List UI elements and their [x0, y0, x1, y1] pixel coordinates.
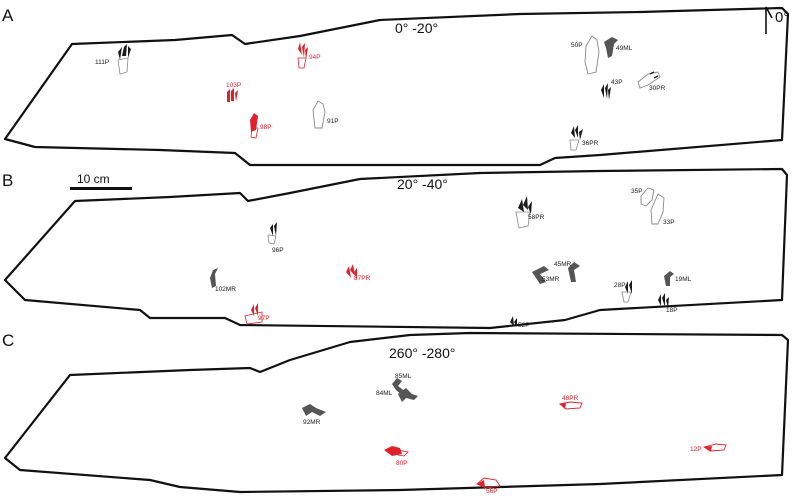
track-label: 33P: [663, 219, 675, 226]
panel-a-outline: [3, 6, 790, 167]
track-label: 48PR: [562, 395, 579, 402]
panel-c: C 260° -280° 85ML 84ML 92MR 48PR 80P: [2, 331, 790, 495]
track-50p: 50P: [571, 35, 600, 75]
track-87pr: 87PR: [346, 264, 371, 282]
track-label: 18P: [666, 307, 678, 314]
panel-b: B 20° -40° 96P 102MR 87PR 97P: [2, 167, 789, 330]
track-label: 53MR: [542, 276, 560, 283]
track-label: 45MR: [554, 261, 572, 268]
track-102mr: 102MR: [210, 268, 236, 293]
track-36pr: 36PR: [569, 125, 599, 151]
track-43p: 43P: [601, 79, 623, 100]
track-label: 49ML: [616, 45, 633, 52]
track-12p: 12P: [690, 443, 727, 453]
track-label: 35P: [631, 188, 643, 195]
track-label: 91P: [327, 118, 339, 125]
track-18p: 18P: [658, 293, 678, 314]
track-label: 50P: [571, 42, 583, 49]
track-58pr: 58PR: [515, 196, 545, 229]
track-80p: 80P: [384, 446, 409, 467]
panel-c-letter: C: [2, 331, 14, 350]
track-label: 19ML: [675, 276, 692, 283]
track-label: 103P: [226, 82, 241, 89]
north-arrow-icon: [765, 6, 773, 34]
track-label: 85ML: [395, 373, 412, 380]
track-label: 102MR: [215, 286, 236, 293]
track-label: 98P: [260, 124, 272, 131]
track-33p: 33P: [650, 193, 675, 226]
track-label: 87PR: [354, 275, 371, 282]
track-label: 12P: [690, 446, 702, 453]
track-label: 36PR: [582, 140, 599, 147]
track-96p: 96P: [267, 222, 284, 254]
track-98p: 98P: [250, 113, 272, 139]
track-label: 94P: [309, 54, 321, 61]
north-arrow: 0°: [765, 6, 789, 34]
track-92mr: 92MR: [302, 404, 326, 426]
track-94p: 94P: [297, 42, 321, 69]
track-97p: 97P: [244, 303, 270, 325]
track-label: 97P: [258, 315, 270, 322]
track-28p: 28P: [614, 280, 632, 303]
track-30pr: 30PR: [637, 71, 666, 92]
track-48pr: 48PR: [558, 395, 583, 410]
track-label: 52P: [518, 322, 530, 329]
track-56p: 56P: [476, 477, 501, 495]
track-label: 92MR: [303, 419, 321, 426]
track-19ml: 19ML: [664, 271, 692, 286]
panel-b-range: 20° -40°: [397, 176, 448, 192]
track-label: 96P: [272, 247, 284, 254]
track-91p: 91P: [312, 100, 339, 129]
track-label: 28P: [614, 282, 626, 289]
track-label: 80P: [396, 460, 408, 467]
track-49ml: 49ML: [604, 37, 633, 58]
track-label: 43P: [611, 79, 623, 86]
panel-b-outline: [3, 167, 789, 330]
panel-c-outline: [3, 331, 790, 494]
panel-b-letter: B: [2, 171, 13, 190]
panel-a-range: 0° -20°: [395, 20, 438, 36]
track-84ml: 84ML: [376, 388, 418, 402]
panel-c-range: 260° -280°: [389, 345, 455, 361]
track-label: 56P: [486, 488, 498, 495]
scale-bar: 10 cm: [70, 172, 132, 190]
track-label: 58PR: [528, 214, 545, 221]
track-53mr: 53MR: [532, 266, 560, 284]
track-111p: 111P: [95, 44, 131, 75]
north-label: 0°: [775, 9, 789, 26]
panel-a-letter: A: [2, 6, 14, 25]
track-35p: 35P: [631, 187, 655, 207]
track-label: 111P: [95, 59, 109, 66]
track-52p: 52P: [510, 316, 530, 329]
track-label: 30PR: [649, 85, 666, 92]
track-label: 84ML: [376, 390, 393, 397]
track-103p: 103P: [226, 82, 241, 102]
panel-a: A 0° -20° 111P 94P 103P: [2, 6, 790, 167]
track-45mr: 45MR: [554, 261, 580, 282]
scale-bar-line: [70, 187, 132, 190]
scale-bar-label: 10 cm: [77, 172, 110, 186]
